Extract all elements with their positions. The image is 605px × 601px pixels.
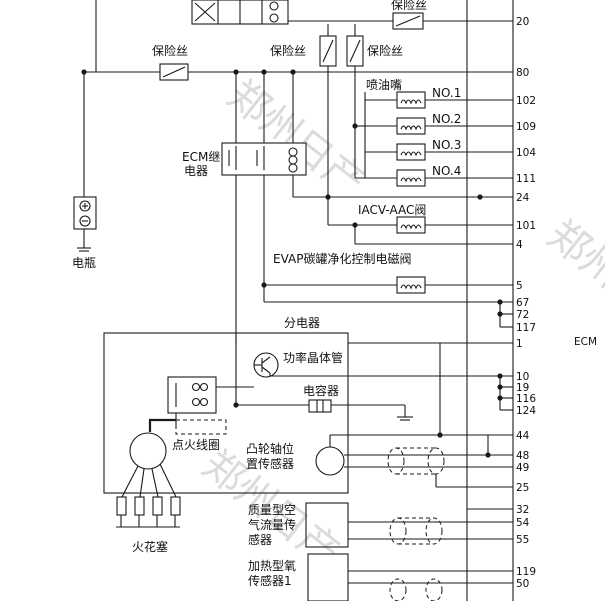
pin-label: 55 bbox=[516, 534, 529, 546]
evap-valve: EVAP碳罐净化控制电磁阀 ECM bbox=[261, 251, 597, 348]
spark-plugs: 火花塞 bbox=[116, 496, 181, 554]
injector-no2-label: NO.2 bbox=[432, 112, 461, 126]
distributor-label: 分电器 bbox=[284, 316, 320, 330]
injector-no4-label: NO.4 bbox=[432, 164, 461, 178]
pin-label: 102 bbox=[516, 95, 536, 107]
iacv-label: IACV-AAC阀 bbox=[358, 203, 426, 217]
ecm-relay: ECM继 电器 bbox=[182, 69, 513, 405]
ecm-relay-label-2: 电器 bbox=[184, 164, 208, 178]
pin-label: 1 bbox=[516, 338, 523, 350]
ecm-bus bbox=[466, 0, 514, 601]
fuse-top: 保险丝 bbox=[288, 0, 513, 30]
fuse-top-label: 保险丝 bbox=[391, 0, 427, 12]
pin-label: 67 bbox=[516, 297, 529, 309]
maf-label-1: 质量型空 bbox=[248, 503, 296, 517]
pin-label: 54 bbox=[516, 517, 530, 529]
injector-no3-label: NO.3 bbox=[432, 138, 461, 152]
power-transistor-label: 功率晶体管 bbox=[283, 350, 343, 365]
evap-label: EVAP碳罐净化控制电磁阀 bbox=[273, 251, 411, 266]
pin-label: 10 bbox=[516, 371, 529, 383]
injector-no1-label: NO.1 bbox=[432, 86, 461, 100]
ecm-relay-label-1: ECM继 bbox=[182, 150, 220, 164]
pin-label: 25 bbox=[516, 482, 529, 494]
pin-label: 24 bbox=[516, 192, 530, 204]
o2-label-2: 传感器1 bbox=[248, 573, 292, 588]
distributor: 分电器 功率晶体管 点火线圈 电容器 bbox=[103, 316, 513, 498]
iacv-valve: IACV-AAC阀 bbox=[328, 203, 513, 245]
battery-circuit: 电瓶 bbox=[72, 0, 160, 270]
ecm-label: ECM bbox=[574, 336, 597, 348]
capacitor-label: 电容器 bbox=[303, 383, 339, 398]
o2-sensor: 加热型氧 传感器1 bbox=[248, 553, 513, 601]
pin-label: 101 bbox=[516, 220, 536, 232]
pin-label: 117 bbox=[516, 322, 536, 334]
pin-label: 80 bbox=[516, 67, 529, 79]
maf-label-2: 气流量传 bbox=[248, 517, 296, 532]
fuse-mid-label: 保险丝 bbox=[270, 43, 306, 58]
injector-label: 喷油嘴 bbox=[366, 78, 402, 92]
pin-label: 111 bbox=[516, 173, 536, 185]
pin-label: 72 bbox=[516, 309, 529, 321]
ignition-coil-label: 点火线圈 bbox=[172, 438, 220, 452]
ecm-pin-labels: 20 80 102 109 104 111 24 101 4 5 67 72 1… bbox=[516, 16, 536, 590]
pin-label: 5 bbox=[516, 280, 523, 292]
o2-label-1: 加热型氧 bbox=[248, 559, 296, 573]
pin-label: 20 bbox=[516, 16, 529, 28]
spark-plug-label: 火花塞 bbox=[132, 539, 168, 554]
fuse-left-label: 保险丝 bbox=[152, 43, 188, 58]
camshaft-label-2: 置传感器 bbox=[246, 456, 294, 471]
battery-label: 电瓶 bbox=[72, 256, 96, 270]
fuse-left: 保险丝 bbox=[152, 43, 513, 81]
fuse-right-label: 保险丝 bbox=[367, 43, 403, 58]
pin-label: 119 bbox=[516, 566, 536, 578]
pin-label: 32 bbox=[516, 504, 529, 516]
pin-label: 49 bbox=[516, 462, 529, 474]
pin-label: 48 bbox=[516, 450, 529, 462]
pin-label: 4 bbox=[516, 239, 523, 251]
pin-label: 109 bbox=[516, 121, 536, 133]
watermark-text-1: 郑州日产 bbox=[219, 72, 373, 207]
top-relay-block bbox=[191, 0, 289, 25]
pin-label: 19 bbox=[516, 382, 529, 394]
watermark-text-2: 郑州日产 bbox=[539, 212, 605, 347]
pin-label: 44 bbox=[516, 430, 530, 442]
maf-label-3: 感器 bbox=[248, 532, 272, 547]
injectors: 喷油嘴 NO.1 NO.2 NO.3 NO.4 bbox=[352, 78, 513, 187]
camshaft-label-1: 凸轮轴位 bbox=[246, 441, 294, 456]
pin-label: 50 bbox=[516, 578, 529, 590]
fuse-mid-right: 保险丝 保险丝 bbox=[270, 24, 403, 225]
pin-label: 124 bbox=[516, 405, 536, 417]
maf-sensor: 质量型空 气流量传 感器 bbox=[248, 502, 513, 548]
pin-label: 104 bbox=[516, 147, 536, 159]
pin-label: 116 bbox=[516, 393, 536, 405]
